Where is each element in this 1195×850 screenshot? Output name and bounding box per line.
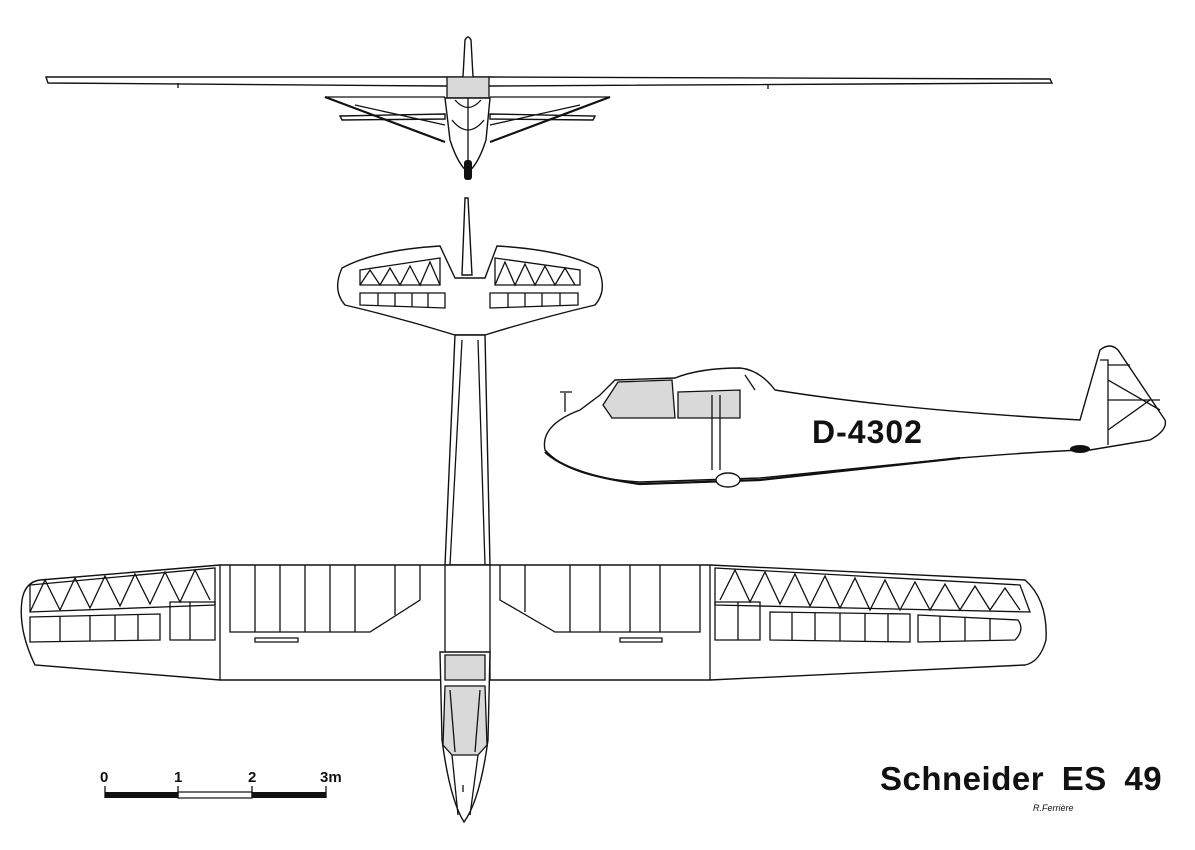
fuselage-top-view	[444, 334, 491, 566]
registration-marking: D-4302	[812, 414, 923, 450]
scale-label-2: 2	[248, 769, 257, 786]
side-view	[543, 345, 1167, 488]
main-wing-top-view	[20, 564, 1047, 681]
tailplane-top-view	[337, 197, 603, 336]
front-view	[45, 36, 1054, 180]
author-signature: R.Ferrière	[1033, 803, 1074, 813]
cockpit-top-view	[439, 651, 491, 824]
scale-label-1: 1	[174, 769, 183, 786]
scale-bar	[104, 786, 327, 799]
drawing-title: Schneider ES 49	[880, 760, 1163, 797]
scale-label-0: 0	[100, 769, 109, 786]
scale-label-3: 3m	[320, 769, 342, 786]
